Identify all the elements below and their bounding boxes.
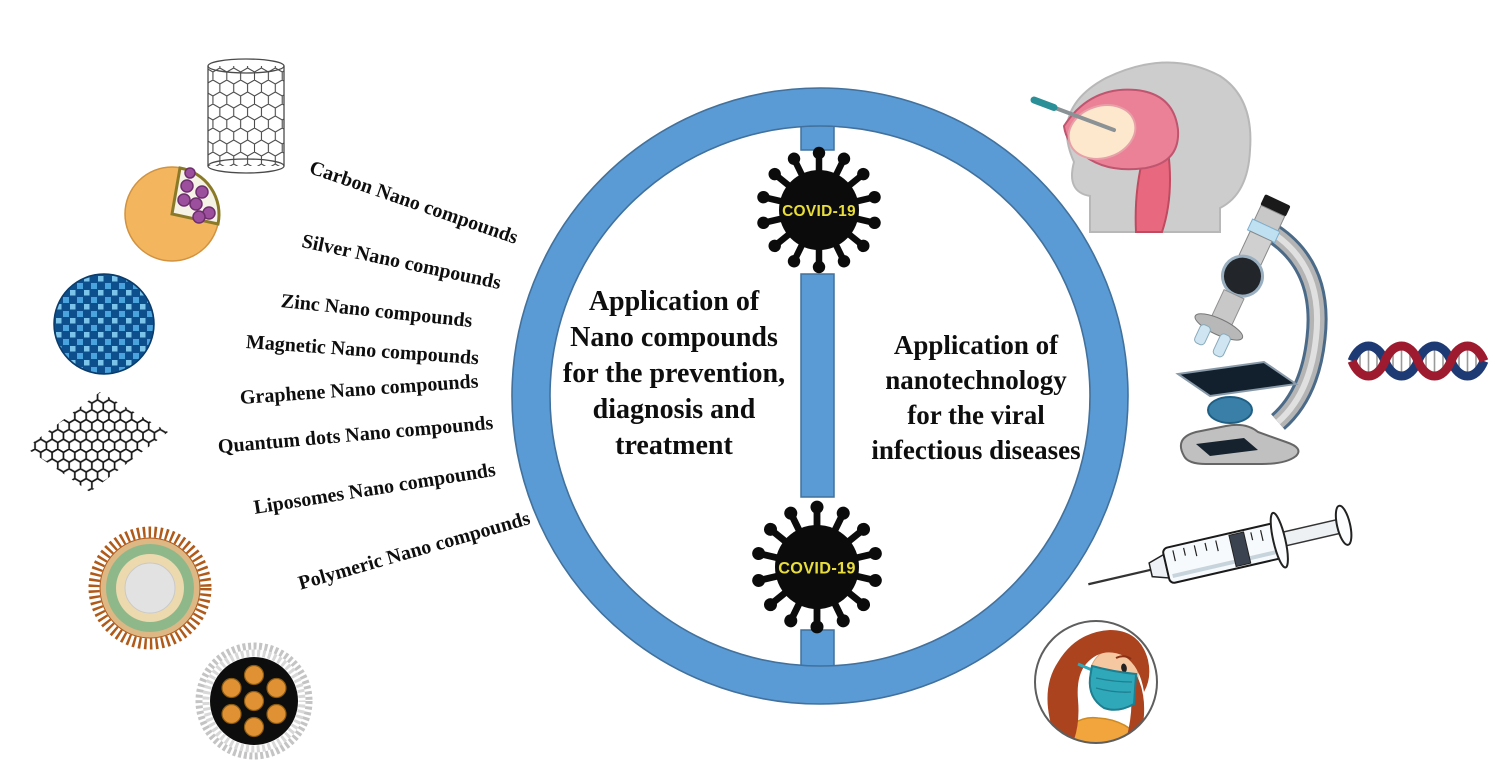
nanotube-mesh bbox=[208, 66, 284, 166]
polymeric-nanoparticle-icon bbox=[195, 642, 313, 760]
face-mask bbox=[1088, 664, 1138, 711]
carbon-nanotube-icon bbox=[207, 58, 285, 174]
aperture-lens bbox=[1207, 396, 1253, 424]
main-ring bbox=[512, 88, 1128, 704]
payload-dots bbox=[221, 664, 287, 738]
microscope-tube bbox=[1194, 194, 1291, 358]
plunger-seal bbox=[1228, 531, 1252, 568]
throat-swab-icon bbox=[1030, 61, 1252, 233]
divider-bar-middle bbox=[800, 273, 835, 498]
objective-lens bbox=[1212, 333, 1231, 358]
liposome-icon bbox=[88, 526, 212, 650]
hair bbox=[1047, 630, 1150, 740]
ring-outer-border bbox=[511, 87, 1129, 705]
objective-lens bbox=[1194, 324, 1211, 346]
dna-strand-red bbox=[1347, 341, 1489, 381]
ring-inner-border bbox=[549, 125, 1091, 667]
bead-ring-inner bbox=[202, 649, 306, 753]
pharynx bbox=[1134, 148, 1171, 233]
needle bbox=[1088, 568, 1151, 586]
blue-nanosphere-icon bbox=[53, 273, 155, 375]
thumb-rest bbox=[1334, 504, 1353, 546]
graduation-ticks bbox=[1172, 529, 1264, 562]
drug-dots bbox=[177, 167, 216, 224]
microscope-icon bbox=[1175, 194, 1328, 465]
portrait-circle bbox=[1034, 620, 1158, 744]
masked-person-icon bbox=[1034, 620, 1158, 744]
left-circle-text: Application of Nano compounds for the pr… bbox=[562, 286, 786, 461]
barrel-flange bbox=[1269, 511, 1289, 569]
plunger-rod bbox=[1276, 518, 1343, 548]
covid-virus-top bbox=[756, 147, 882, 273]
eye bbox=[1121, 663, 1127, 673]
graphene-sheet-icon bbox=[26, 392, 168, 492]
syringe-icon bbox=[1088, 504, 1353, 586]
dna-helix-icon bbox=[1347, 341, 1489, 381]
nanoparticle-cross-section-icon bbox=[124, 166, 221, 262]
covid-virus-bottom bbox=[751, 501, 883, 634]
swab-handle bbox=[1030, 96, 1058, 111]
liposome-spikes bbox=[88, 526, 212, 650]
stage bbox=[1175, 360, 1299, 398]
bead-ring-outer bbox=[195, 642, 313, 760]
right-circle-text: Application of nanotechnology for the vi… bbox=[871, 330, 1081, 465]
